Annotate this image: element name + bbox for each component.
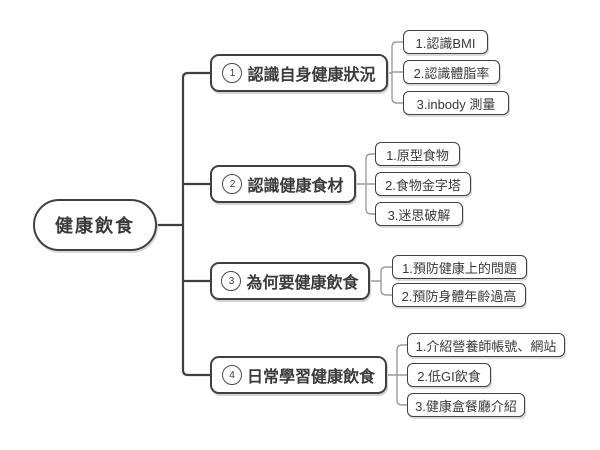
- leaf-1-3-label: 3.inbody 測量: [416, 96, 496, 112]
- branch-node-4: 4 日常學習健康飲食: [210, 356, 387, 394]
- leaf-1-1-label: 1.認識BMI: [415, 35, 476, 51]
- branch-2-label: 認識健康食材: [247, 178, 344, 195]
- leaf-2-2-label: 2.食物金字塔: [385, 177, 461, 193]
- sub-connectors-branch-3: [369, 266, 393, 296]
- leaf-4-3-label: 3.健康盒餐廳介紹: [415, 398, 517, 414]
- leaf-node-4-3: 3.健康盒餐廳介紹: [407, 393, 525, 417]
- leaf-node-4-1: 1.介紹營養師帳號、網站: [407, 333, 565, 357]
- leaf-2-1-label: 1.原型食物: [386, 147, 449, 163]
- leaf-node-2-1: 1.原型食物: [375, 142, 460, 166]
- leaf-node-1-3: 3.inbody 測量: [403, 91, 509, 115]
- leaf-node-1-1: 1.認識BMI: [403, 30, 488, 54]
- leaf-node-2-2: 2.食物金字塔: [375, 172, 471, 196]
- branch-3-label: 為何要健康飲食: [246, 275, 359, 292]
- branch-3-number-badge: 3: [221, 271, 242, 291]
- branch-1-label: 認識自身健康狀況: [247, 67, 376, 84]
- leaf-node-3-1: 1.預防健康上的問題: [392, 255, 527, 279]
- branch-node-3: 3 為何要健康飲食: [210, 262, 370, 300]
- branch-4-number-badge: 4: [221, 365, 242, 385]
- leaf-node-3-2: 2.預防身體年齡過高: [392, 283, 526, 307]
- root-node: 健康飲食: [33, 199, 157, 251]
- sub-connectors-branch-4: [386, 344, 408, 406]
- branch-4-label: 日常學習健康飲食: [246, 369, 375, 386]
- branch-node-1: 1 認識自身健康狀況: [210, 54, 388, 92]
- branch-node-2: 2 認識健康食材: [210, 165, 356, 203]
- branch-2-number-badge: 2: [222, 174, 243, 194]
- leaf-4-1-label: 1.介紹營養師帳號、網站: [415, 338, 557, 354]
- leaf-3-1-label: 1.預防健康上的問題: [402, 260, 517, 276]
- leaf-3-2-label: 2.預防身體年齡過高: [401, 288, 517, 304]
- leaf-node-1-2: 2.認識體脂率: [403, 60, 500, 84]
- root-label: 健康飲食: [55, 216, 135, 236]
- sub-connectors-branch-2: [355, 153, 376, 215]
- sub-connectors-branch-1: [387, 41, 404, 104]
- leaf-2-3-label: 3.迷思破解: [387, 207, 451, 223]
- leaf-node-2-3: 3.迷思破解: [375, 202, 463, 226]
- leaf-1-2-label: 2.認識體脂率: [413, 65, 490, 81]
- leaf-node-4-2: 2.低GI飲食: [407, 363, 491, 387]
- main-connectors: [155, 71, 212, 377]
- leaf-4-2-label: 2.低GI飲食: [417, 368, 481, 384]
- branch-1-number-badge: 1: [222, 63, 243, 83]
